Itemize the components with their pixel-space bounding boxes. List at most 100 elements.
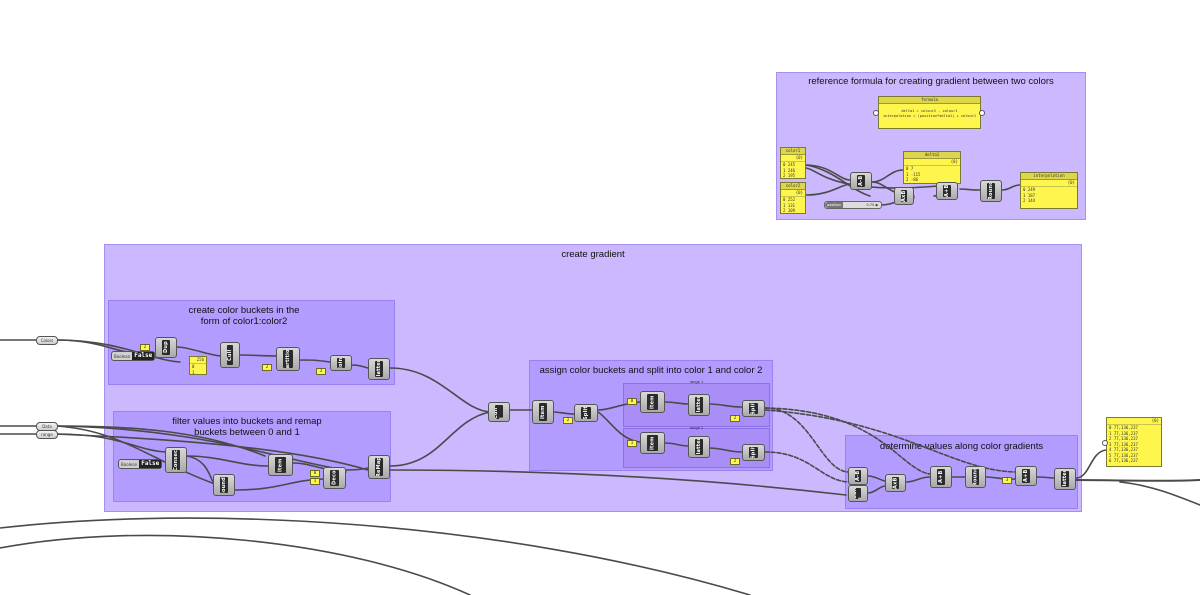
flatten-component[interactable]: Flatten bbox=[688, 394, 710, 416]
param-range[interactable]: range bbox=[36, 430, 58, 439]
param-colors[interactable]: Colors bbox=[36, 336, 58, 345]
panel-grip-icon[interactable] bbox=[873, 110, 879, 116]
flatten-component[interactable]: Flatten bbox=[1054, 468, 1076, 490]
panel-row: 0 77,136,237 bbox=[1109, 425, 1138, 430]
number-2[interactable]: 2 bbox=[262, 364, 272, 371]
panel-row: 2 109 bbox=[783, 208, 796, 213]
component-name: A-B bbox=[855, 470, 861, 482]
panel-row: 1 77,136,237 bbox=[1109, 430, 1138, 436]
toggle-value: False bbox=[132, 352, 155, 360]
dup-component[interactable]: Dup bbox=[155, 337, 177, 358]
number-1[interactable]: 1 bbox=[310, 478, 320, 485]
panel-path: {0} bbox=[1107, 418, 1161, 425]
round-component[interactable]: Round bbox=[980, 180, 1002, 202]
number-2[interactable]: 2 bbox=[563, 417, 573, 424]
subtraction-component[interactable]: A-B bbox=[848, 467, 868, 485]
panel-row: 2 195 bbox=[783, 173, 796, 178]
number-1[interactable]: 1 bbox=[627, 440, 637, 447]
wire bbox=[0, 517, 751, 595]
remap-component[interactable]: ReMap bbox=[368, 455, 390, 479]
component-name: Round bbox=[987, 183, 995, 199]
number-3[interactable]: 3 bbox=[316, 368, 326, 375]
panel-title: interpolation bbox=[1021, 173, 1077, 180]
panel-row: 6 77,136,237 bbox=[1109, 458, 1138, 463]
formula-panel[interactable]: formula delta1 = colour2 - colour1 inter… bbox=[878, 96, 981, 129]
wire bbox=[0, 534, 471, 595]
group-title: range 1 bbox=[689, 379, 704, 384]
subtraction-component[interactable]: A-B bbox=[850, 172, 872, 190]
multiplication-component[interactable]: AxB bbox=[894, 187, 914, 205]
split-component[interactable]: Split bbox=[742, 400, 765, 417]
item-component[interactable]: Item bbox=[640, 391, 665, 413]
cull-index-component[interactable]: Cull i bbox=[488, 402, 510, 422]
panel-row: 0 249 bbox=[1023, 187, 1036, 192]
panel-title: delta1 bbox=[904, 152, 960, 159]
color2-panel[interactable]: color2 {0} 0 252 1 131 2 109 bbox=[780, 182, 806, 214]
component-name: Flatten bbox=[1061, 471, 1069, 487]
boolean-toggle[interactable]: Boolean False bbox=[118, 459, 163, 469]
consec-component[interactable]: Consec bbox=[165, 447, 187, 473]
bounds-component[interactable]: Bounds bbox=[213, 474, 235, 496]
split-component[interactable]: Split bbox=[742, 444, 765, 461]
number-2[interactable]: 2 bbox=[140, 344, 150, 351]
cull-pattern-panel[interactable]: 256 0 1 bbox=[189, 356, 207, 375]
component-name: Bounds bbox=[220, 477, 228, 493]
toggle-value: False bbox=[139, 460, 162, 468]
multiplication-component[interactable]: AxB bbox=[885, 474, 906, 492]
component-name: A+B bbox=[943, 185, 951, 197]
split-component[interactable]: Split bbox=[574, 404, 598, 422]
addition-component[interactable]: A+B bbox=[936, 182, 958, 200]
delta-panel[interactable]: delta1 {0} 0 7 1 -115 2 -86 bbox=[903, 151, 961, 184]
boolean-toggle[interactable]: Boolean False bbox=[111, 351, 156, 361]
group-filter-values: filter values into buckets and remap buc… bbox=[113, 411, 391, 502]
panel-title: formula bbox=[879, 97, 980, 104]
panel-row: 1 bbox=[192, 369, 195, 375]
number-2[interactable]: 2 bbox=[730, 458, 740, 465]
flatten-component[interactable]: Flatten bbox=[688, 436, 710, 458]
wire bbox=[1119, 481, 1200, 506]
number-3[interactable]: 3 bbox=[1002, 477, 1012, 484]
component-name: AxB bbox=[901, 190, 907, 202]
partition-component[interactable]: Partition bbox=[276, 347, 300, 371]
item-component[interactable]: Item bbox=[640, 432, 665, 454]
output-panel[interactable]: {0} 0 77,136,237 1 77,136,237 2 77,136,2… bbox=[1106, 417, 1162, 467]
item-component[interactable]: Item bbox=[268, 454, 293, 476]
group-title: create color buckets in the form of colo… bbox=[188, 305, 300, 327]
addition-component[interactable]: A+B bbox=[930, 466, 952, 488]
flatten-component[interactable]: Flatten bbox=[368, 358, 390, 380]
number-2[interactable]: 2 bbox=[730, 415, 740, 422]
panel-row: 2 77,136,237 bbox=[1109, 436, 1138, 441]
component-name: Round bbox=[972, 469, 979, 485]
color1-panel[interactable]: color1 {0} 0 245 1 246 2 195 bbox=[780, 147, 806, 179]
panel-path: 256 bbox=[190, 357, 206, 364]
position-slider[interactable]: position 0.75 ◆ bbox=[824, 201, 882, 209]
panel-path: {0} bbox=[781, 190, 805, 197]
item-component[interactable]: Item bbox=[532, 400, 554, 424]
interpolation-panel[interactable]: interpolation {0} 0 249 1 187 2 144 bbox=[1020, 172, 1078, 209]
cull-index-component[interactable]: Cull i bbox=[848, 485, 868, 502]
component-name: A-B bbox=[857, 175, 865, 187]
component-name: AxB bbox=[892, 477, 899, 489]
component-name: ReMap bbox=[375, 458, 383, 476]
panel-title: color1 bbox=[781, 148, 805, 155]
panel-grip-icon[interactable] bbox=[1102, 440, 1108, 446]
panel-grip-icon[interactable] bbox=[979, 110, 985, 116]
deco-component[interactable]: Deco bbox=[323, 467, 346, 489]
component-name: A+B bbox=[937, 469, 945, 485]
group-color-buckets: create color buckets in the form of colo… bbox=[108, 300, 395, 385]
component-name: Item bbox=[647, 394, 658, 410]
addition-component[interactable]: A+B bbox=[1015, 466, 1037, 486]
toggle-label: Boolean bbox=[114, 353, 131, 359]
wire bbox=[1075, 479, 1200, 482]
component-name: Cull i bbox=[855, 488, 861, 499]
join-component[interactable]: Join bbox=[330, 355, 352, 371]
cull-component[interactable]: Cull bbox=[220, 342, 240, 368]
component-name: Cull i bbox=[495, 405, 503, 419]
number-0[interactable]: 0 bbox=[627, 398, 637, 405]
component-name: Flatten bbox=[695, 439, 703, 455]
panel-row: 0 bbox=[192, 364, 195, 369]
round-component[interactable]: Round bbox=[965, 466, 986, 488]
group-title: create gradient bbox=[561, 249, 625, 260]
number-0[interactable]: 0 bbox=[310, 470, 320, 477]
component-name: Cull bbox=[227, 345, 233, 365]
